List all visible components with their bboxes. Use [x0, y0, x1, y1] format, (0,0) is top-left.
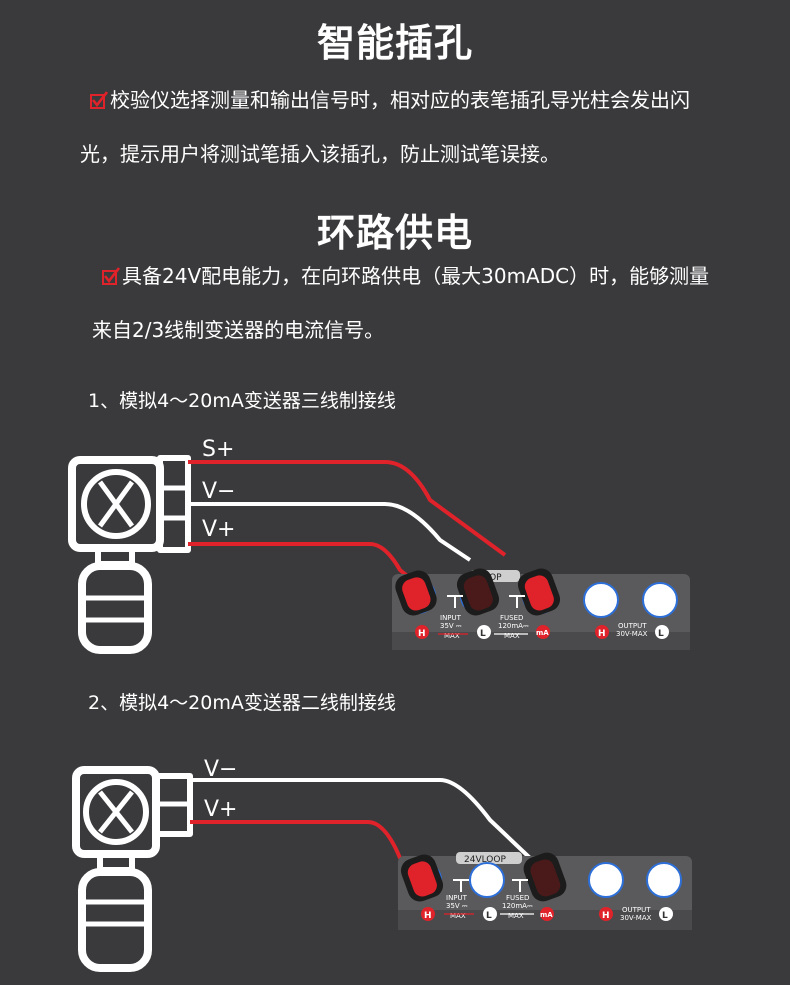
red-probe-plug — [400, 854, 444, 902]
input-label: INPUT — [440, 614, 462, 622]
svg-text:FUSED 120mA⎓ MAX: FUSED 120mA⎓ MAX — [502, 894, 535, 920]
wire-v-plus — [188, 542, 414, 582]
jack-l-label: L — [658, 629, 664, 639]
wire-v-minus — [190, 778, 532, 860]
wire-s-plus — [188, 460, 507, 557]
input-label: MAX — [444, 632, 460, 640]
jack-h-label: H — [418, 629, 426, 639]
black-probe-plug — [523, 852, 567, 902]
wire-v-plus — [190, 820, 412, 872]
two-wire-diagram: V− V+ 24VLOOP INPUT 35V ⎓ MAX FUSED 120m… — [72, 757, 692, 972]
wire-label: S+ — [202, 437, 234, 462]
svg-text:INPUT 35V ⎓ MAX: INPUT 35V ⎓ MAX — [446, 894, 470, 920]
jack-l-label: L — [662, 911, 668, 921]
black-probe-plug — [456, 568, 500, 616]
input-label: INPUT — [446, 894, 468, 902]
svg-text:FUSED 120mA⎓ MAX: FUSED 120mA⎓ MAX — [498, 614, 531, 640]
wire-v-minus — [188, 502, 472, 562]
checkmark-icon — [102, 251, 121, 285]
calibrator-panel: OOP INPUT 35V ⎓ MAX FUSED 12 — [392, 568, 690, 650]
panel-label: 24VLOOP — [464, 855, 506, 865]
section-title-smart-jack: 智能插孔 — [316, 21, 473, 65]
wire-label: V+ — [202, 517, 235, 542]
output-label: OUTPUT — [618, 622, 647, 630]
jack-ma-label: mA — [536, 629, 549, 637]
text-line: 来自2/3线制变送器的电流信号。 — [92, 318, 385, 342]
output-label: 30V-MAX — [620, 914, 652, 922]
section-text-smart-jack: 校验仪选择测量和输出信号时，相对应的表笔插孔导光柱会发出闪 光，提示用户将测试笔… — [60, 73, 750, 181]
calibrator-panel: 24VLOOP INPUT 35V ⎓ MAX FUSED 120mA⎓ MAX… — [398, 852, 692, 930]
panel-label: OOP — [482, 573, 502, 583]
output-label: 30V-MAX — [616, 630, 648, 638]
jack-l-label: L — [486, 911, 492, 921]
jack-h-label: H — [424, 911, 432, 921]
text-line: 具备24V配电能力，在向环路供电（最大30mADC）时，能够测量 — [122, 264, 710, 288]
fused-label: 120mA⎓ — [498, 622, 529, 630]
input-label: 35V ⎓ — [440, 622, 462, 630]
red-probe-plug — [395, 570, 437, 616]
text-line: 校验仪选择测量和输出信号时，相对应的表笔插孔导光柱会发出闪 — [110, 88, 690, 112]
diagram-caption-two-wire: 2、模拟4～20mA变送器二线制接线 — [88, 692, 396, 714]
wire-label: V− — [204, 757, 237, 782]
transmitter-icon — [72, 766, 193, 972]
jack-h-label: H — [602, 911, 610, 921]
red-probe-plug — [517, 568, 561, 616]
jack-h-label: H — [598, 629, 606, 639]
jack-ma-label: mA — [540, 911, 553, 919]
wire-label: V+ — [204, 797, 237, 822]
fused-label: MAX — [504, 632, 520, 640]
transmitter-icon — [68, 455, 191, 654]
svg-text:INPUT 35V ⎓ MAX: INPUT 35V ⎓ MAX — [440, 614, 464, 640]
jack-l-label: L — [480, 629, 486, 639]
fused-label: FUSED — [506, 894, 529, 902]
svg-text:OUTPUT 30V-MAX: OUTPUT 30V-MAX — [616, 622, 649, 638]
three-wire-diagram: S+ V− V+ OOP INPUT 35V ⎓ — [68, 437, 690, 654]
fused-label: 120mA⎓ — [502, 902, 533, 910]
fused-label: FUSED — [500, 614, 523, 622]
section-text-loop-power: 具备24V配电能力，在向环路供电（最大30mADC）时，能够测量 来自2/3线制… — [60, 249, 750, 357]
input-label: 35V ⎓ — [446, 902, 468, 910]
svg-text:OUTPUT 30V-MAX: OUTPUT 30V-MAX — [620, 906, 653, 922]
input-label: MAX — [450, 912, 466, 920]
text-line: 光，提示用户将测试笔插入该插孔，防止测试笔误接。 — [80, 142, 560, 166]
diagram-caption-three-wire: 1、模拟4～20mA变送器三线制接线 — [88, 390, 396, 412]
wire-label: V− — [202, 479, 235, 504]
output-label: OUTPUT — [622, 906, 651, 914]
section-title-loop-power: 环路供电 — [316, 211, 473, 255]
checkmark-icon — [90, 75, 109, 109]
fused-label: MAX — [508, 912, 524, 920]
